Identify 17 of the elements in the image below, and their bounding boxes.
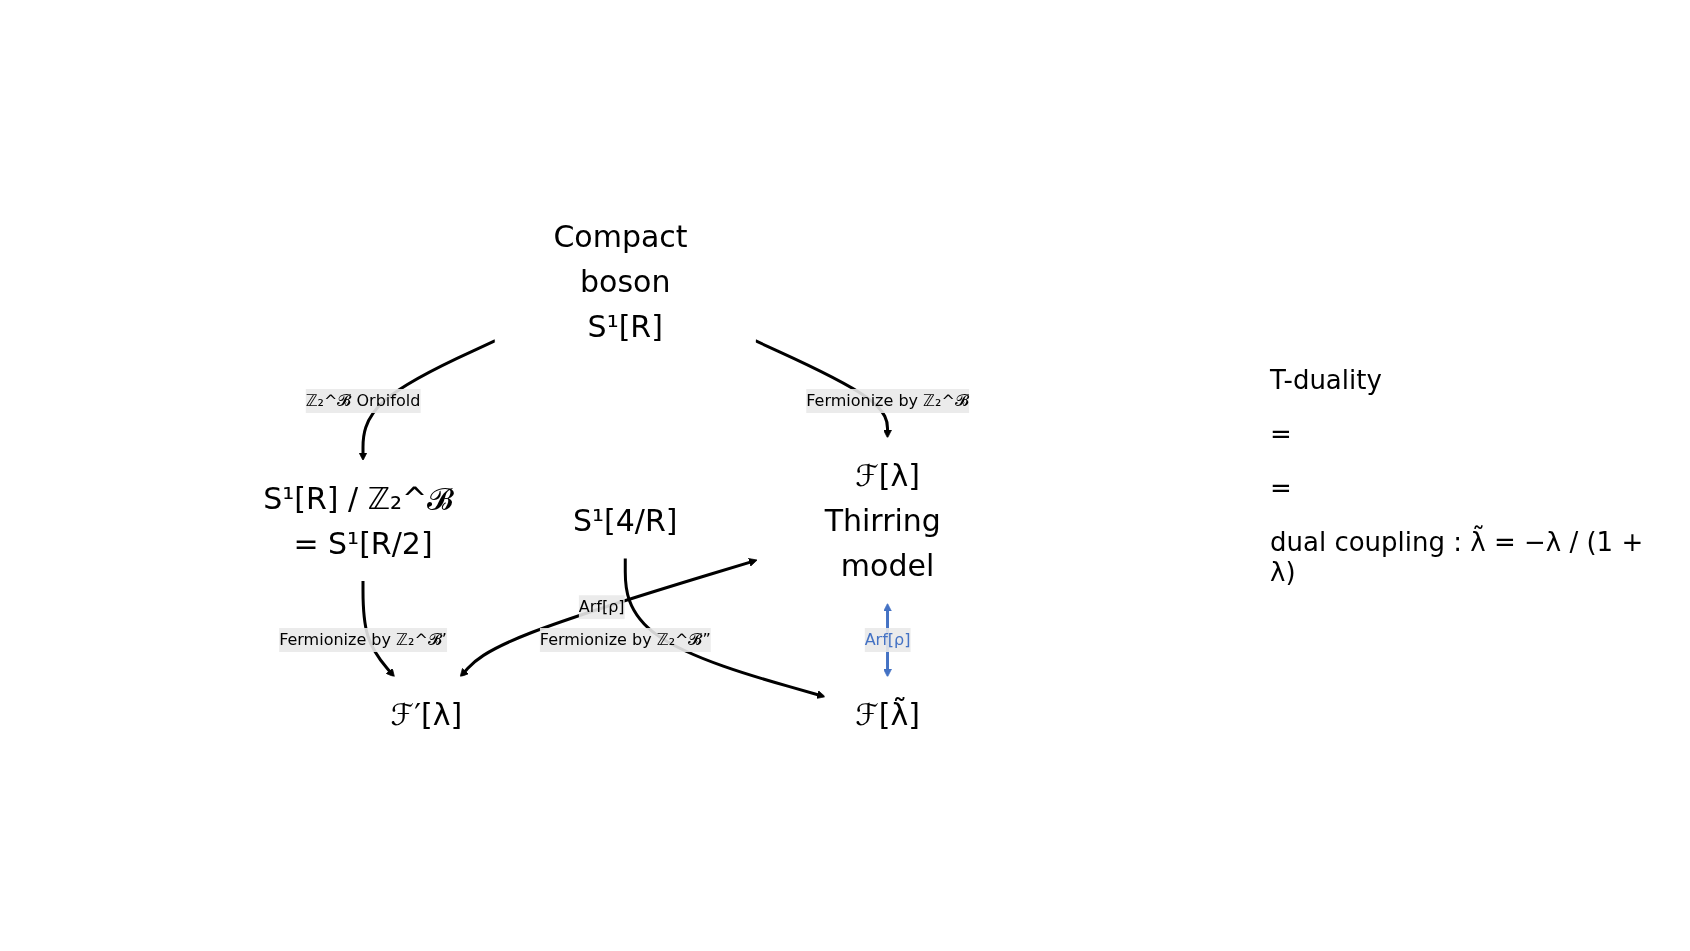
node-text: ℱ[λ̃]	[854, 697, 920, 732]
arrow	[459, 558, 758, 678]
edge-label: Fermionize by ℤ₂^𝓑’	[278, 630, 447, 649]
edge-label: Arf[ρ]	[578, 597, 625, 617]
node-text: S¹[R] / ℤ₂^𝓑 = S¹[R/2]	[262, 480, 453, 561]
edge-label: ℤ₂^𝓑 Orbifold	[305, 391, 421, 410]
node-text: ℱ[λ] Thirring model	[824, 458, 941, 583]
edge-label: Arf[ρ]	[864, 630, 911, 649]
node-text: S¹[4/R]	[572, 503, 678, 538]
node-text: ℱ′[λ]	[390, 697, 462, 732]
note-text: T-duality	[1270, 364, 1383, 395]
note-text: dual coupling : λ̃ = −λ / (1 + λ)	[1270, 526, 1645, 587]
edge-label: Fermionize by ℤ₂^𝓑”	[539, 630, 711, 649]
note-text: =	[1270, 418, 1293, 449]
note-text: =	[1270, 472, 1293, 503]
node-text: Compact boson S¹[R]	[553, 219, 688, 344]
edge-label: Fermionize by ℤ₂^𝓑	[805, 391, 969, 410]
